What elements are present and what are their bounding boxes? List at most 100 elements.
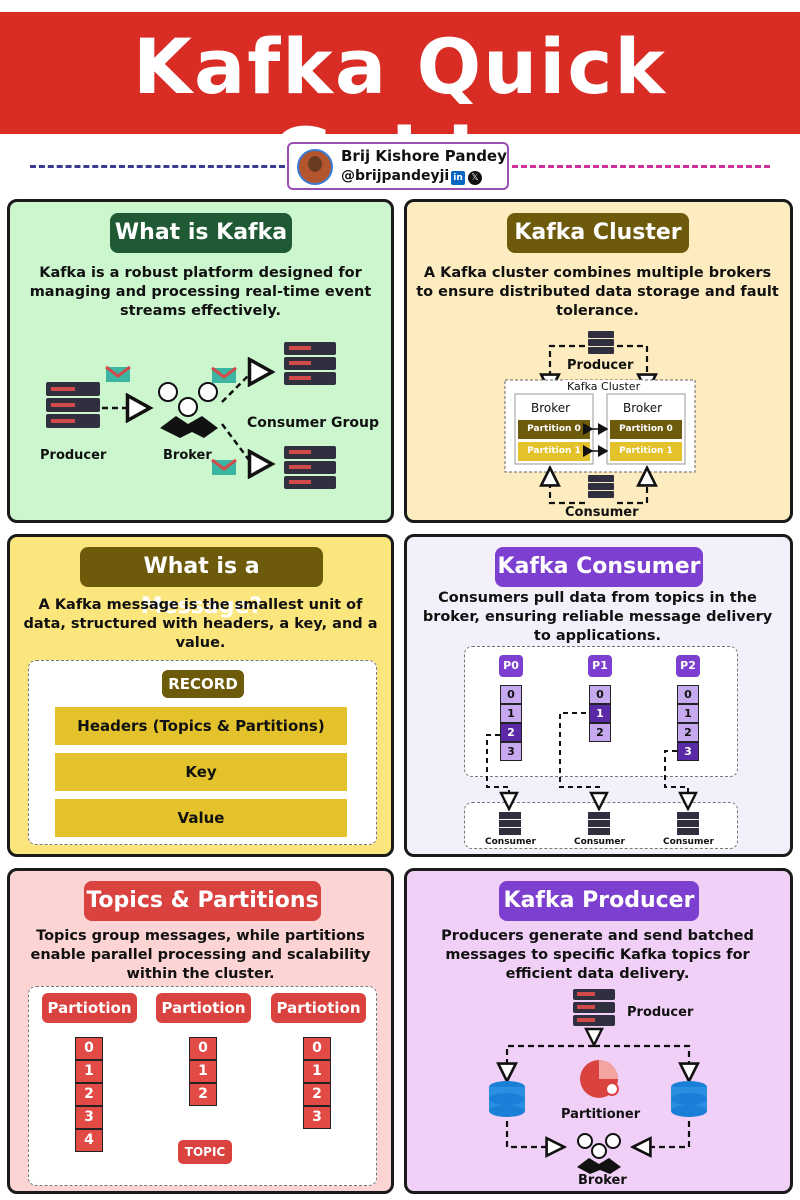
message-envelope-icon [211,366,237,383]
linkedin-icon[interactable]: in [451,171,465,185]
partition-label: Partition 0 [527,424,581,434]
record-field-key: Key [55,753,347,791]
partition-offset-cell: 1 [75,1060,103,1083]
what-is-kafka-description: Kafka is a robust platform designed for … [29,265,372,319]
topics-description: Topics group messages, while partitions … [30,928,371,982]
kafka-consumer-heading: Kafka Consumer [495,547,703,587]
panel-message: What is a Message? A Kafka message is th… [7,534,394,857]
cluster-producer-label: Producer [567,358,634,373]
author-name: Brij Kishore Pandey [341,147,507,165]
message-envelope-icon [211,458,237,475]
partitioner-label: Partitioner [561,1107,641,1122]
author-badge: Brij Kishore Pandey @brijpandeyji in 𝕏 [287,142,509,190]
partition-label: Partition 0 [619,424,673,434]
partition-offset-cell: 4 [75,1129,103,1152]
kafka-consumer-description: Consumers pull data from topics in the b… [422,590,773,644]
consumer-offset-cell: 1 [589,704,611,723]
consumer-label: Consumer [574,837,625,847]
partition-bar [518,442,590,461]
broker-label: Broker [163,448,212,463]
broker-name: Broker [623,401,663,415]
kafka-flow-diagram [46,342,336,489]
broker-handshake-icon [577,1133,621,1174]
partition-bar [610,420,682,439]
partition-offset-cell: 1 [189,1060,217,1083]
partition-label: Partition 1 [527,446,581,456]
consumer-server-icon [588,812,610,835]
partition-bar [518,420,590,439]
record-field-value: Value [55,799,347,837]
kafka-cluster-description: A Kafka cluster combines multiple broker… [416,265,779,319]
partitioner-icon [580,1060,619,1098]
consumer-offset-cell: 2 [677,723,699,742]
consumer-offset-cell: 2 [500,723,522,742]
panel-kafka-consumer: Kafka Consumer Consumers pull data from … [404,534,793,857]
partition-label: Partiotion [156,993,251,1023]
consumer-flow-diagram [486,712,699,835]
broker-label: Broker [578,1173,627,1188]
panel-kafka-producer: Kafka Producer Producers generate and se… [404,868,793,1194]
partition-offset-cell: 3 [303,1106,331,1129]
avatar [297,149,333,185]
producer-server-icon [588,331,614,354]
broker-handshake-icon [158,382,218,438]
producer-label: Producer [627,1005,694,1020]
consumer-server-icon [284,446,336,489]
cluster-consumer-label: Consumer [565,505,639,520]
consumer-partition-label: P1 [588,655,612,677]
consumer-label: Consumer [663,837,714,847]
message-description: A Kafka message is the smallest unit of … [23,597,378,651]
consumer-server-icon [588,475,614,498]
partition-offset-cell: 0 [303,1037,331,1060]
partition-offset-cell: 0 [75,1037,103,1060]
consumer-server-icon [284,342,336,385]
partition-offset-cell: 3 [75,1106,103,1129]
partition-offset-cell: 0 [189,1037,217,1060]
topics-heading: Topics & Partitions [84,881,321,921]
database-icon [671,1081,707,1117]
topic-label: TOPIC [178,1140,232,1164]
what-is-kafka-heading: What is Kafka [110,213,292,253]
record-label: RECORD [162,670,244,698]
broker-name: Broker [531,401,571,415]
cluster-diagram [504,331,696,505]
consumer-partition-label: P0 [499,655,523,677]
record-field-headers: Headers (Topics & Partitions) [55,707,347,745]
producer-label: Producer [40,448,107,463]
title-banner [0,12,800,134]
consumer-offset-cell: 1 [677,704,699,723]
kafka-producer-description: Producers generate and send batched mess… [441,928,754,982]
author-handle: @brijpandeyji [341,168,450,184]
consumer-offset-cell: 3 [500,742,522,761]
kafka-producer-heading: Kafka Producer [499,881,699,921]
partition-label: Partition 1 [619,446,673,456]
divider-right [512,165,770,168]
partition-label: Partiotion [271,993,366,1023]
consumer-offset-cell: 0 [677,685,699,704]
consumer-group-label: Consumer Group [247,415,380,431]
database-icon [489,1081,525,1117]
partition-bar [610,442,682,461]
partition-label: Partiotion [42,993,137,1023]
consumer-server-icon [677,812,699,835]
partition-offset-cell: 2 [75,1083,103,1106]
consumer-server-icon [499,812,521,835]
consumer-offset-cell: 3 [677,742,699,761]
x-icon[interactable]: 𝕏 [468,171,482,185]
producer-flow-diagram [489,989,707,1174]
consumer-offset-cell: 0 [589,685,611,704]
message-envelope-icon [105,365,131,382]
partition-offset-cell: 1 [303,1060,331,1083]
divider-left [30,165,285,168]
panel-kafka-cluster: Kafka Cluster A Kafka cluster combines m… [404,199,793,523]
producer-server-icon [573,989,615,1026]
message-heading: What is a Message? [80,547,323,619]
consumer-label: Consumer [485,837,536,847]
consumer-offset-cell: 1 [500,704,522,723]
consumer-offset-cell: 0 [500,685,522,704]
panel-topics-partitions: Topics & Partitions Topics group message… [7,868,394,1194]
consumer-partition-label: P2 [676,655,700,677]
producer-server-icon [46,382,100,428]
cluster-label: Kafka Cluster [565,380,643,393]
partition-offset-cell: 2 [303,1083,331,1106]
